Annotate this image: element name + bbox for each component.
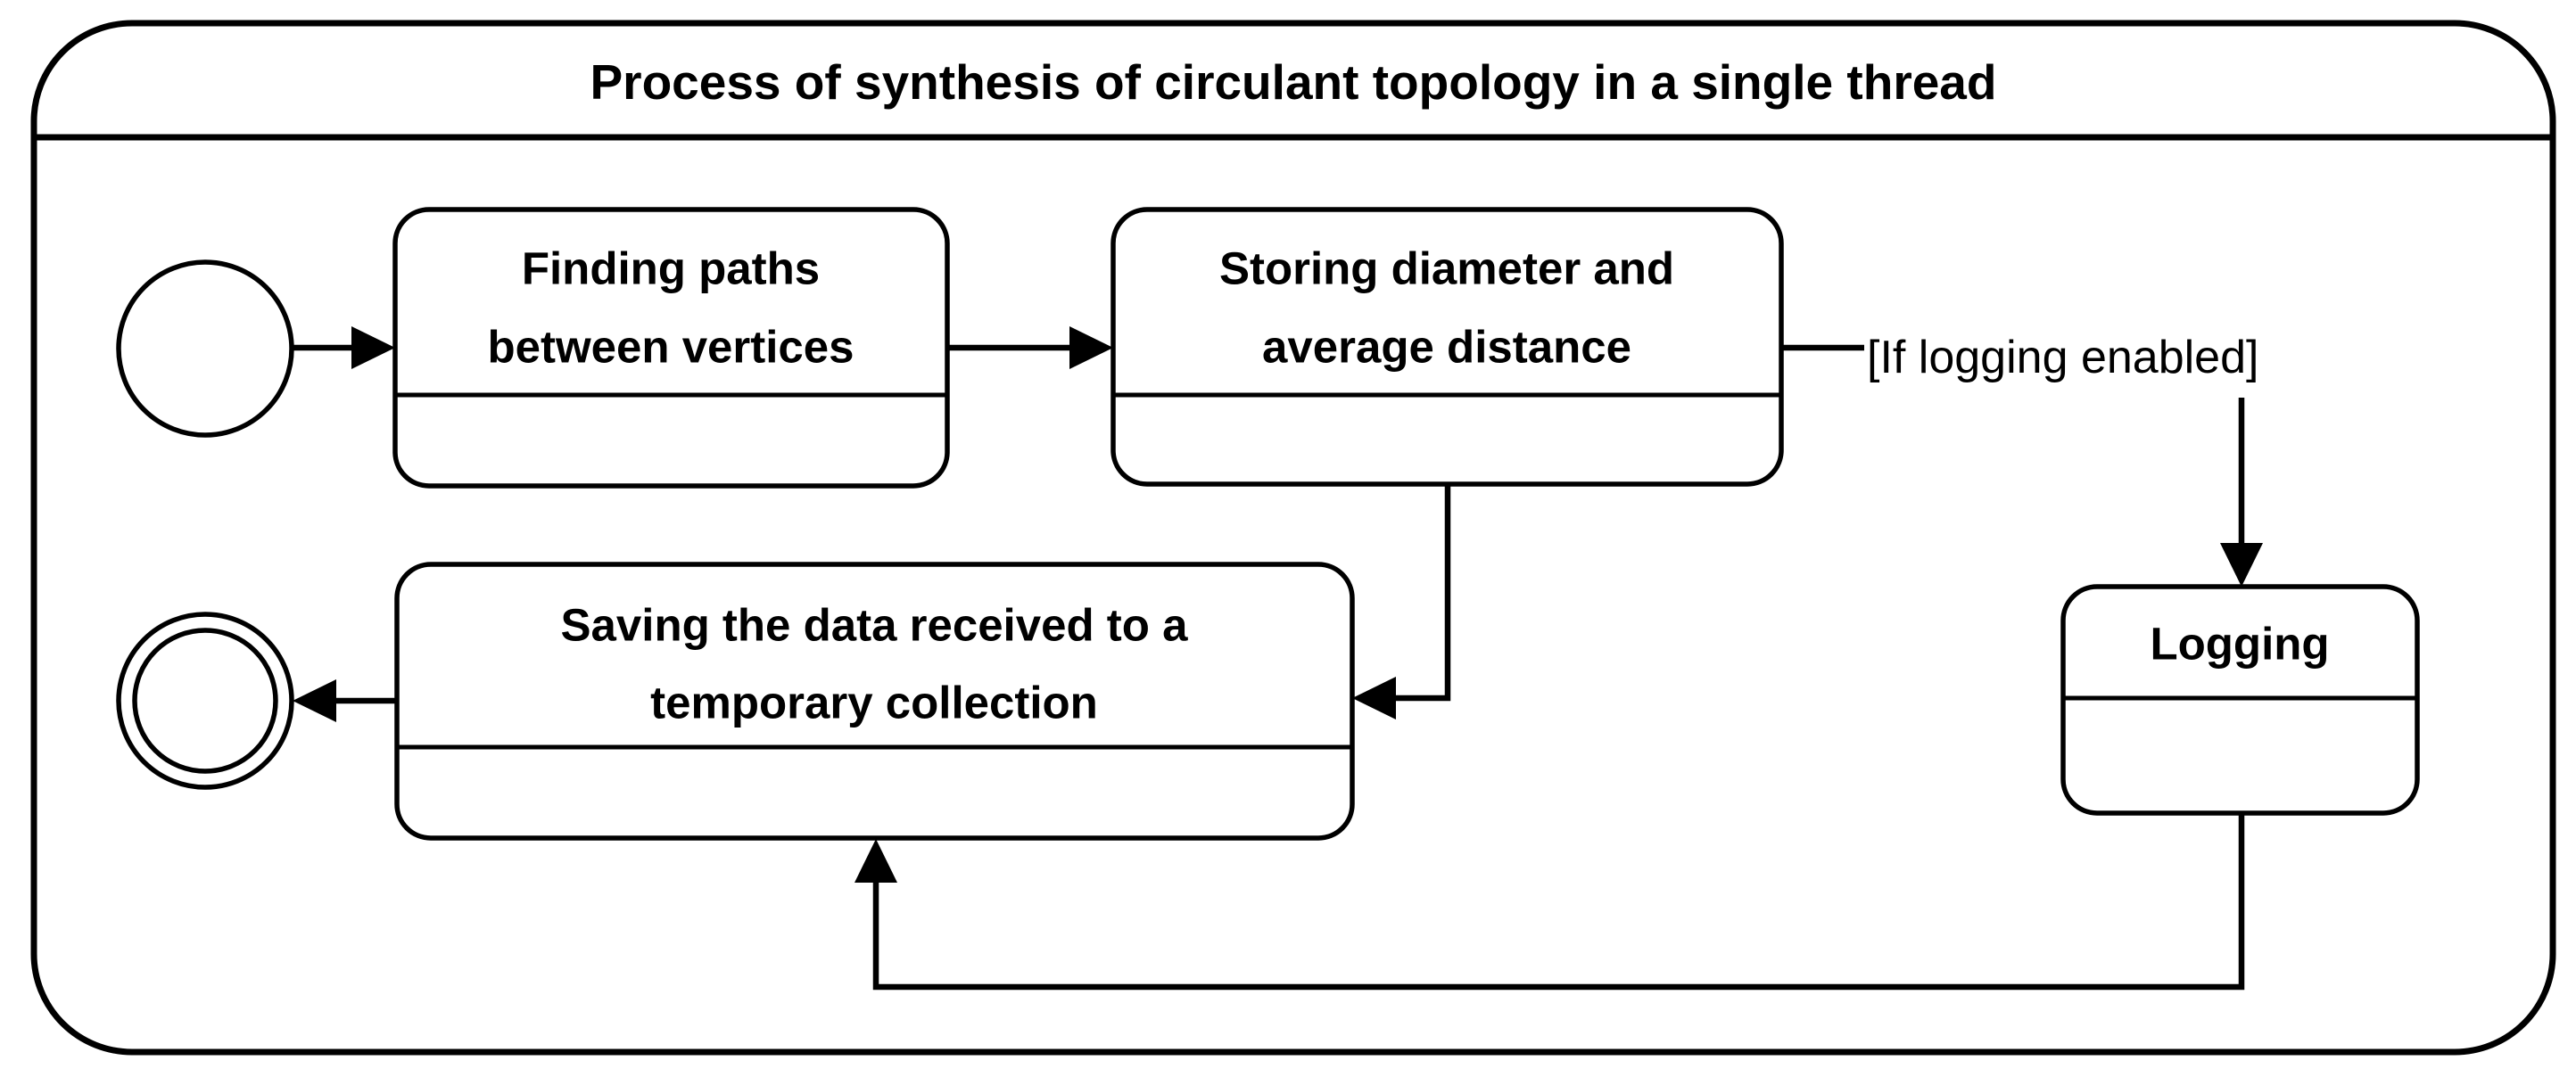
edge-start-to-finding bbox=[292, 326, 395, 369]
activity-finding-paths-label-line1: Finding paths bbox=[522, 243, 820, 294]
activity-finding-paths: Finding paths between vertices bbox=[392, 207, 950, 489]
edge-storing-to-saving bbox=[1352, 484, 1451, 719]
edge-saving-to-end bbox=[293, 679, 397, 722]
activity-logging-label: Logging bbox=[2150, 619, 2329, 670]
edge-start-to-finding-arrowhead bbox=[351, 326, 395, 369]
activity-finding-paths-label-line2: between vertices bbox=[487, 322, 854, 373]
edge-saving-to-end-arrowhead bbox=[293, 679, 336, 722]
edge-logging-to-saving-line bbox=[872, 813, 2245, 991]
start-node bbox=[116, 259, 294, 438]
outer-frame bbox=[30, 20, 2556, 1056]
edge-guard-label: [If logging enabled] bbox=[1867, 332, 2258, 383]
diagram-title: Process of synthesis of circulant topolo… bbox=[590, 54, 1996, 110]
edge-storing-to-saving-line bbox=[1393, 484, 1451, 702]
activity-storing-diameter-label-line1: Storing diameter and bbox=[1219, 243, 1674, 294]
edge-storing-to-logging: [If logging enabled] bbox=[1781, 332, 2263, 587]
edge-logging-to-saving bbox=[855, 813, 2245, 991]
end-node-inner-circle bbox=[132, 628, 278, 774]
activity-saving-data-label-line1: Saving the data received to a bbox=[561, 600, 1189, 651]
edge-logging-to-saving-arrowhead bbox=[855, 839, 897, 883]
edge-finding-to-storing-arrowhead bbox=[1069, 326, 1113, 369]
edge-storing-to-saving-arrowhead bbox=[1352, 677, 1396, 719]
activity-saving-data-label-line2: temporary collection bbox=[650, 678, 1098, 728]
activity-saving-data: Saving the data received to a temporary … bbox=[394, 562, 1355, 841]
edge-storing-to-logging-arrowhead bbox=[2220, 543, 2263, 587]
end-node bbox=[116, 612, 294, 790]
activity-logging: Logging bbox=[2060, 584, 2420, 816]
activity-storing-diameter-label-line2: average distance bbox=[1262, 322, 1631, 373]
edge-finding-to-storing bbox=[947, 326, 1113, 369]
activity-storing-diameter: Storing diameter and average distance bbox=[1110, 207, 1784, 487]
